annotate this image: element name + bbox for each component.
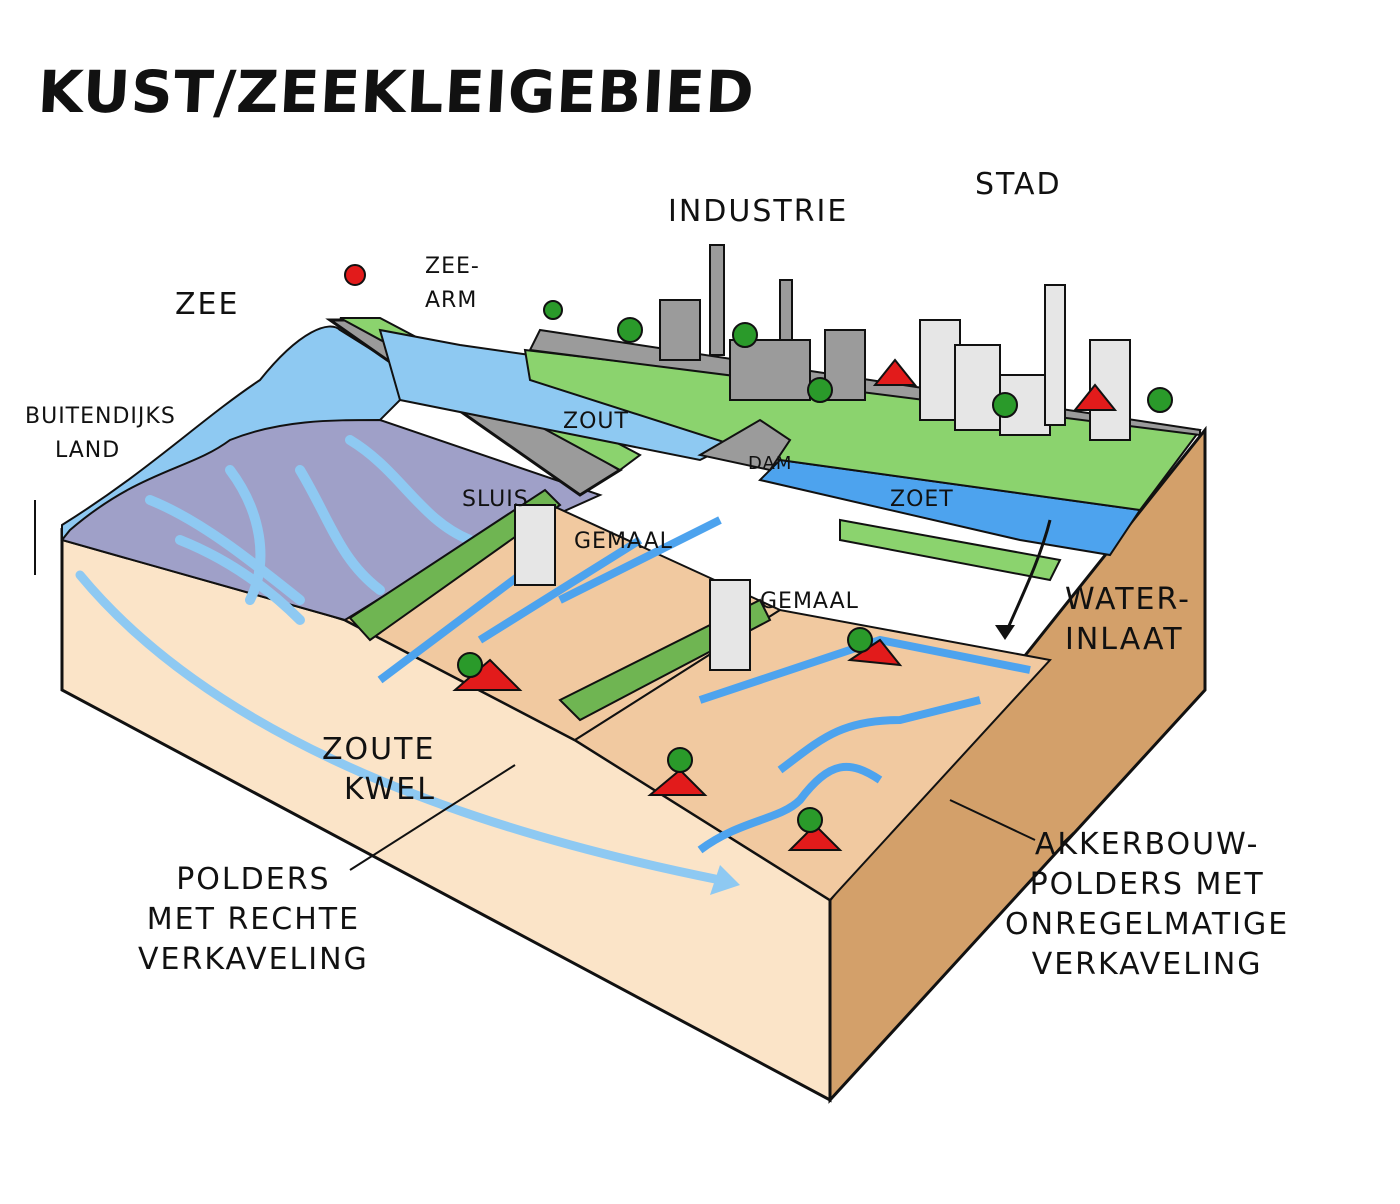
gemaal-building-1	[709, 579, 751, 671]
label-zout: ZOUT	[563, 409, 629, 434]
soil-side-face	[828, 425, 1207, 1104]
label-buitendijks: BUITENDIJKS LAND	[25, 400, 176, 468]
leader-akkerbouw	[949, 799, 1036, 841]
farmhouses	[452, 358, 1118, 851]
label-akkerbouw: AKKERBOUW- POLDERS MET ONREGELMATIGE VER…	[1005, 825, 1289, 985]
label-zoute-kwel-line: KWEL	[344, 772, 436, 807]
label-akkerbouw-line: AKKERBOUW-	[1034, 827, 1260, 862]
label-zoute-kwel-line: ZOUTE	[322, 732, 436, 767]
label-zeearm-line: ARM	[425, 288, 478, 313]
label-industrie: INDUSTRIE	[668, 194, 849, 229]
label-zoute-kwel: ZOUTE KWEL	[322, 730, 436, 810]
label-sluis: SLUIS	[462, 487, 529, 512]
label-gemaal-1: GEMAAL	[574, 529, 673, 554]
label-polders-recht-line: MET RECHTE	[146, 902, 361, 937]
label-dam: DAM	[748, 453, 793, 474]
salt-seepage-arrow	[75, 570, 725, 885]
polder-dike-1	[348, 488, 562, 642]
label-gemaal-2: GEMAAL	[760, 589, 859, 614]
label-polders-recht-line: POLDERS	[176, 862, 331, 897]
polder-ditches	[377, 516, 1031, 854]
label-akkerbouw-line: ONREGELMATIGE	[1005, 907, 1290, 942]
label-waterinlaat: WATER- INLAAT	[1065, 580, 1191, 660]
label-waterinlaat-line: WATER-	[1065, 582, 1191, 617]
label-akkerbouw-line: VERKAVELING	[1031, 947, 1263, 982]
city-buildings	[919, 284, 1131, 441]
lighthouse-green	[543, 300, 563, 320]
label-buitendijks-line: LAND	[55, 438, 121, 463]
label-zeearm: ZEE- ARM	[425, 250, 480, 318]
label-akkerbouw-line: POLDERS MET	[1029, 867, 1265, 902]
salt-seepage-arrowhead	[710, 865, 740, 895]
lighthouse-red	[344, 264, 366, 286]
tidal-creeks	[145, 435, 475, 625]
dam	[697, 418, 792, 472]
label-buitendijks-line: BUITENDIJKS	[25, 404, 176, 429]
leader-polders-recht	[349, 764, 516, 871]
industry-buildings	[659, 244, 866, 401]
trees	[457, 317, 1173, 833]
label-zoet: ZOET	[890, 487, 954, 512]
label-polders-recht: POLDERS MET RECHTE VERKAVELING	[138, 860, 369, 980]
water-inlet-arrowhead	[995, 625, 1015, 640]
label-polders-recht-line: VERKAVELING	[138, 942, 369, 977]
label-zee: ZEE	[175, 287, 240, 322]
label-zeearm-line: ZEE-	[425, 254, 480, 279]
towers	[344, 264, 563, 320]
label-stad: STAD	[975, 167, 1062, 202]
polder-dike-3	[839, 518, 1062, 582]
water-inlet-arrow	[1003, 519, 1052, 636]
page-title: KUST/ZEEKLEIGEBIED	[36, 58, 757, 126]
label-waterinlaat-line: INLAAT	[1065, 622, 1184, 657]
sluis-building	[514, 504, 556, 586]
